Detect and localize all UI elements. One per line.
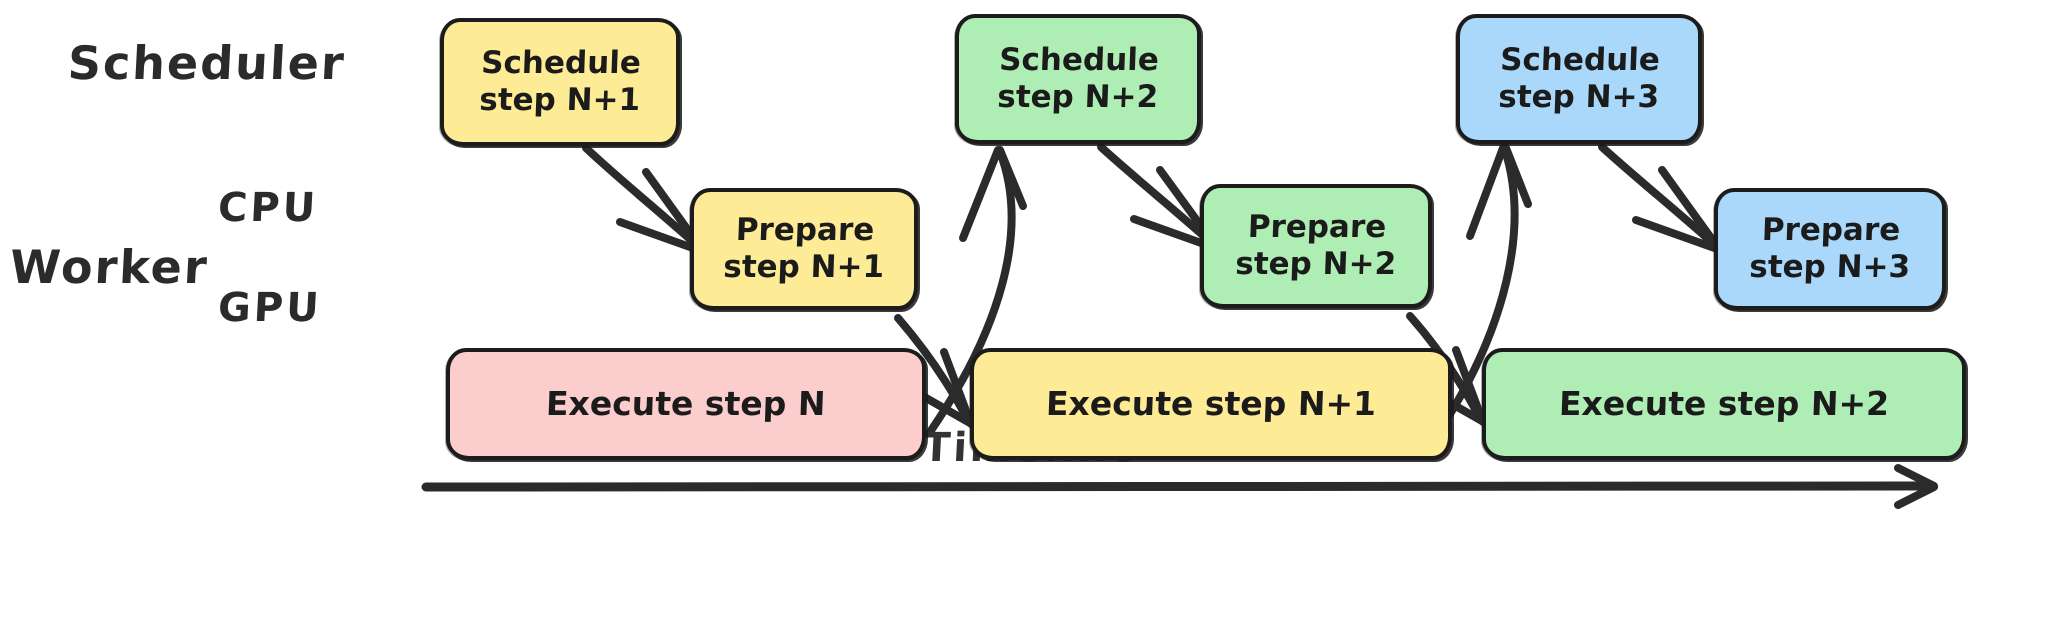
timeline-axis (421, 464, 1938, 509)
node-prepare-step-n-plus-1[interactable]: Prepare step N+1 (690, 188, 918, 310)
node-schedule-step-n-plus-3[interactable]: Schedule step N+3 (1456, 14, 1702, 144)
node-label: Execute step N (545, 383, 827, 423)
node-label: Execute step N+1 (1045, 383, 1377, 423)
node-label: Prepare step N+2 (1234, 209, 1397, 282)
node-label: Prepare step N+3 (1748, 212, 1911, 285)
lane-label-worker: Worker (8, 240, 211, 294)
node-schedule-step-n-plus-2[interactable]: Schedule step N+2 (955, 14, 1201, 144)
node-label: Prepare step N+1 (722, 212, 885, 285)
node-schedule-step-n-plus-1[interactable]: Schedule step N+1 (440, 18, 680, 146)
arrow-schedule1-to-prepare1 (582, 144, 708, 256)
node-prepare-step-n-plus-2[interactable]: Prepare step N+2 (1200, 184, 1432, 308)
node-label: Execute step N+2 (1558, 383, 1890, 423)
lane-label-cpu: CPU (216, 185, 320, 231)
lane-label-gpu: GPU (216, 285, 323, 331)
lane-label-scheduler: Scheduler (66, 36, 348, 90)
node-label: Schedule step N+2 (996, 42, 1160, 115)
node-execute-step-n-plus-1[interactable]: Execute step N+1 (970, 348, 1452, 460)
node-label: Schedule step N+1 (478, 45, 642, 118)
node-execute-step-n-plus-2[interactable]: Execute step N+2 (1482, 348, 1966, 460)
node-label: Schedule step N+3 (1497, 42, 1661, 115)
arrow-schedule3-to-prepare3 (1598, 143, 1724, 254)
node-prepare-step-n-plus-3[interactable]: Prepare step N+3 (1714, 188, 1946, 310)
node-execute-step-n[interactable]: Execute step N (446, 348, 926, 460)
